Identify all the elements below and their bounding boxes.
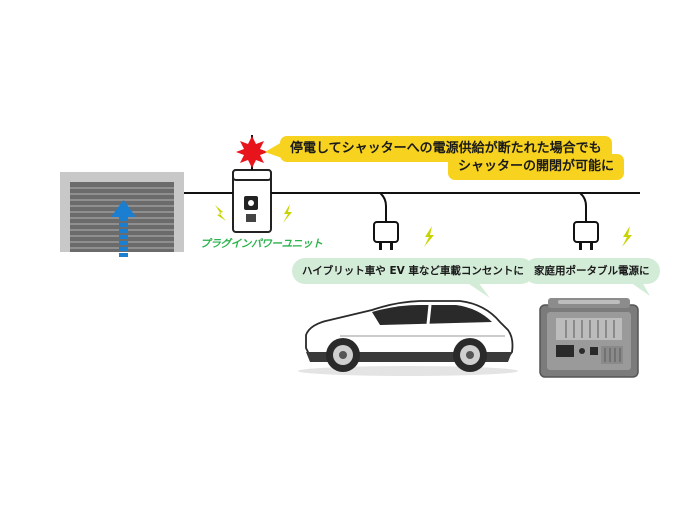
power-unit-icon: [232, 169, 272, 233]
portable-power-station-illustration: [539, 298, 639, 378]
main-wire: [184, 192, 640, 222]
up-arrow-icon: [111, 200, 136, 257]
bubble-tail: [630, 282, 650, 296]
alert-burst-icon: [236, 136, 268, 168]
callout-line-1: 停電してシャッターへの電源供給が断たれた場合でも: [280, 136, 612, 162]
portable-bubble: 家庭用ポータブル電源に: [524, 258, 660, 284]
callout-tail: [265, 142, 282, 158]
power-unit-label: プラグインパワーユニット: [200, 238, 323, 250]
spark-icon: [424, 226, 434, 247]
car-illustration: [298, 300, 518, 376]
spark-icon: [215, 205, 226, 221]
bubble-tail: [466, 282, 490, 298]
car-bubble: ハイブリット車や EV 車など車載コンセントに: [292, 258, 534, 284]
plug-icon: [573, 221, 599, 250]
callout-line-2: シャッターの開閉が可能に: [448, 154, 625, 180]
spark-icon: [283, 204, 292, 223]
plug-icon: [373, 221, 399, 250]
spark-icon: [622, 226, 632, 247]
